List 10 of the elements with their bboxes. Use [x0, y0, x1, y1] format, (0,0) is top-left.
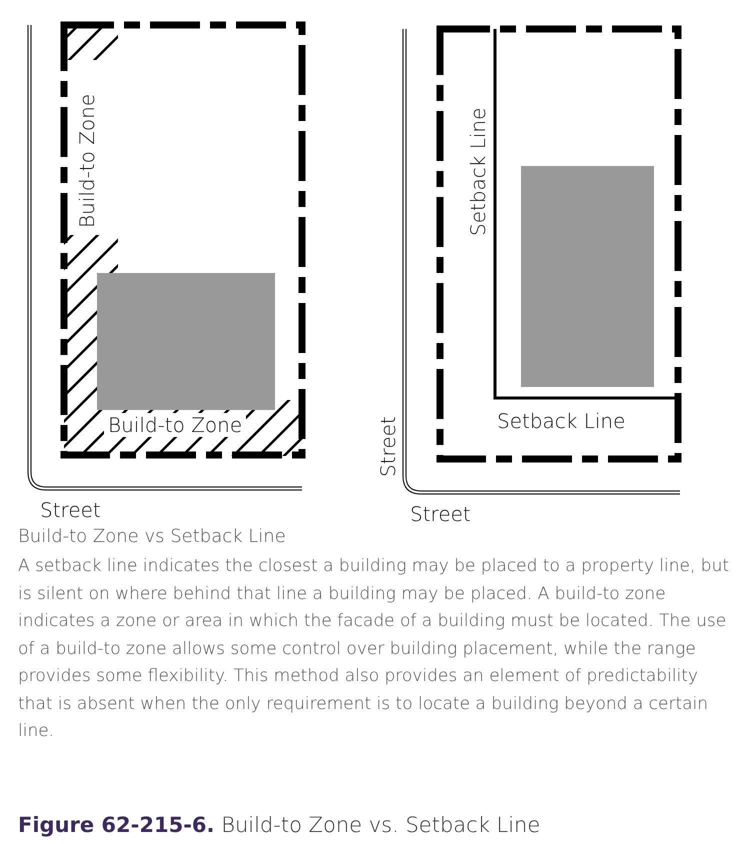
setback-label: Setback Line — [468, 108, 488, 236]
street-label: Street — [40, 500, 101, 520]
zone-label: Build-to Zone — [77, 94, 97, 228]
street-label: Street — [378, 416, 398, 477]
setback-label: Setback Line — [497, 411, 626, 431]
street-label: Street — [410, 504, 471, 524]
description-paragraph: A setback line indicates the closest a building may be placed to a property line, but is silent on where behind that line a building may be placed. A build-to zone indicates a zone or area in which the facade of a building must be located. The use of a build-to zone allows some control over building placement, while the range provides some flexibility. This method also provides an element of predictability that is absent when the only requirement is to locate a building beyond a certain line. — [18, 555, 730, 743]
figure-heading: Build-to Zone vs Setback Line — [18, 528, 286, 546]
zone-label: Build-to Zone — [104, 413, 246, 437]
figure-caption: Figure 62-215-6. Build-to Zone vs. Setback Line — [18, 815, 540, 836]
